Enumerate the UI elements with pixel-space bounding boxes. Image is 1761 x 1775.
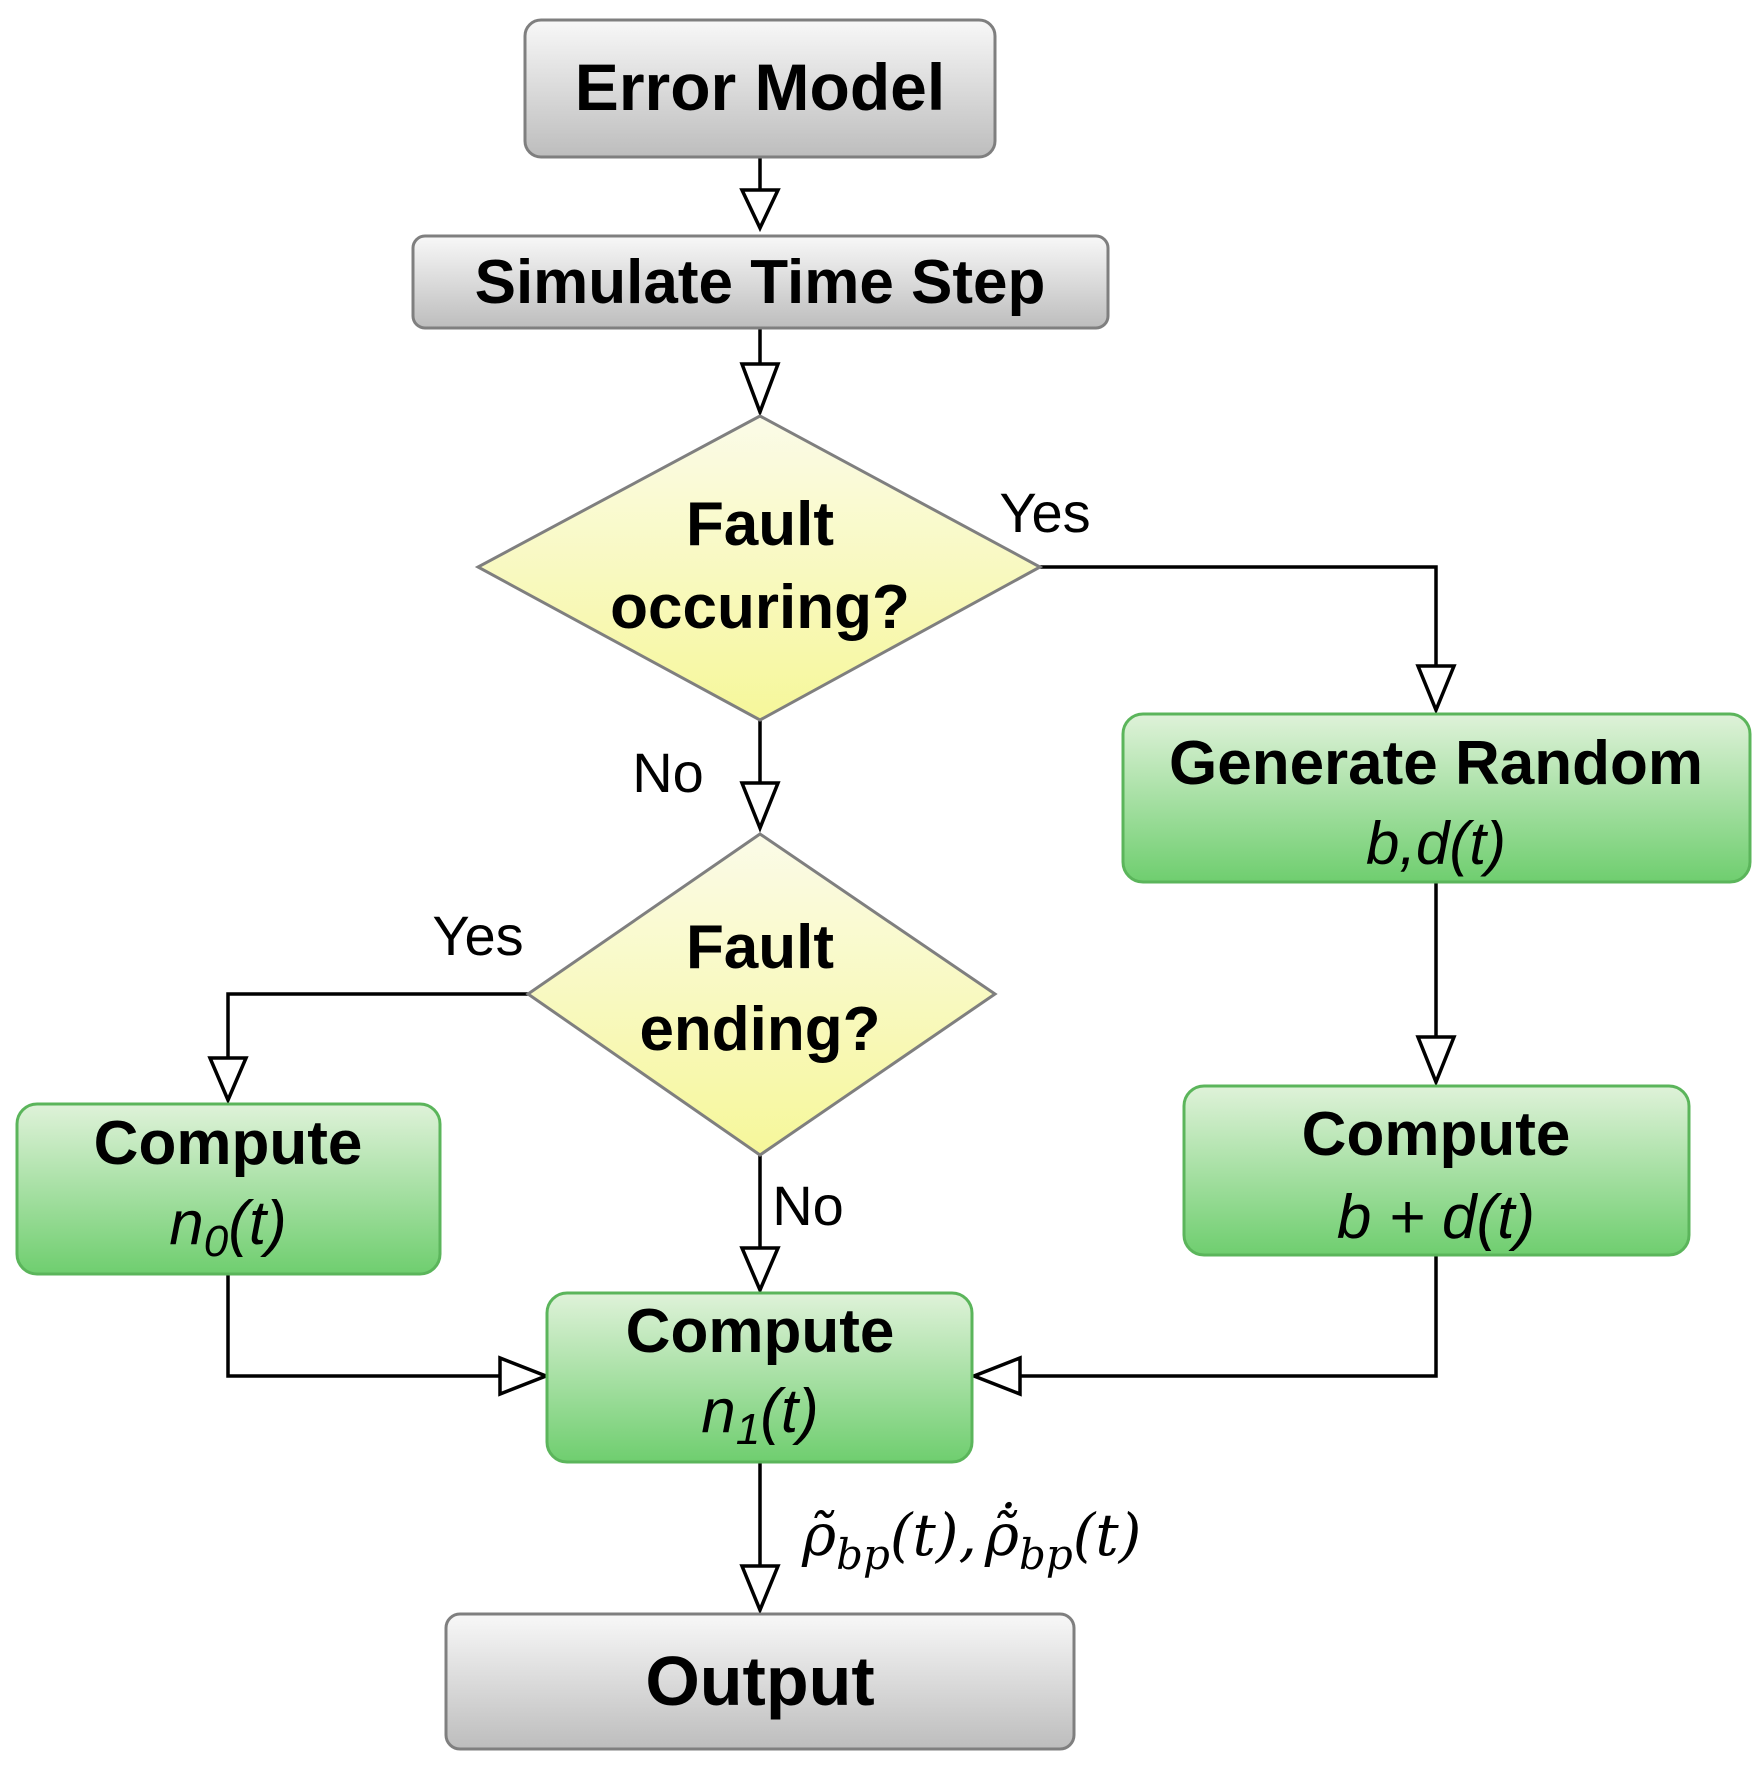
node-output: Output: [444, 1612, 1076, 1751]
node-compute-n1: Compute n1(t): [545, 1291, 974, 1464]
fault-ending-line2: ending?: [639, 995, 880, 1064]
fault-occurring-line1: Fault: [686, 490, 834, 559]
compute-n1-line2: n1(t): [701, 1377, 819, 1454]
compute-bd-line1: Compute: [1302, 1100, 1571, 1169]
output-label: Output: [645, 1642, 874, 1720]
error-model-label: Error Model: [575, 50, 945, 124]
output-formula: ρ̃bp(t),ρ̃̇bp(t): [801, 1501, 1141, 1579]
generate-random-line2: b,d(t): [1366, 810, 1506, 877]
occurring-no-label: No: [632, 741, 704, 804]
node-fault-ending: Fault ending?: [525, 832, 998, 1157]
n0-sub: 0: [204, 1217, 229, 1266]
rho-tilde-sub: bp: [836, 1530, 890, 1579]
n0-base: n: [169, 1189, 203, 1258]
node-compute-bd: Compute b + d(t): [1182, 1084, 1691, 1257]
compute-bd-line2: b + d(t): [1337, 1183, 1535, 1252]
fault-ending-line1: Fault: [686, 913, 834, 982]
compute-n0-line1: Compute: [94, 1109, 363, 1178]
arrowhead-occurring: [739, 362, 781, 417]
compute-n1-line1: Compute: [626, 1297, 895, 1366]
node-simulate-time-step: Simulate Time Step: [411, 234, 1110, 330]
rho-tilde: ρ̃: [801, 1501, 836, 1569]
node-compute-n0: Compute n0(t): [15, 1102, 442, 1276]
arrowhead-n1-top: [739, 1246, 781, 1295]
arrowhead-output: [739, 1564, 781, 1615]
rho-tilde-tail: (t),: [890, 1501, 977, 1569]
arrowhead-n0: [207, 1056, 249, 1105]
node-fault-occurring: Fault occuring?: [474, 414, 1044, 722]
arrowhead-simulate: [739, 188, 781, 233]
arrowhead-n1-left: [498, 1355, 551, 1397]
rho-tilde-dot-sub: bp: [1019, 1530, 1073, 1579]
edge-n0-to-n1: [226, 1274, 500, 1378]
edge-computebd-to-n1: [1020, 1255, 1438, 1378]
rho-tilde-dot: ρ̃̇: [984, 1501, 1019, 1569]
connectors: [207, 157, 1457, 1615]
arrowhead-ending: [739, 781, 781, 833]
arrowhead-computebd: [1415, 1035, 1457, 1087]
simulate-label: Simulate Time Step: [475, 248, 1046, 317]
generate-random-line1: Generate Random: [1169, 729, 1703, 798]
arrowhead-generate: [1415, 664, 1457, 715]
arrowhead-n1-right: [969, 1355, 1022, 1397]
n0-tail: (t): [228, 1189, 287, 1258]
n1-sub: 1: [736, 1405, 760, 1454]
occurring-yes-label: Yes: [999, 481, 1090, 544]
n1-base: n: [701, 1377, 735, 1446]
ending-no-label: No: [772, 1174, 844, 1237]
node-error-model: Error Model: [523, 18, 997, 159]
compute-n0-line2: n0(t): [169, 1189, 287, 1266]
node-generate-random: Generate Random b,d(t): [1121, 712, 1752, 884]
rho-tilde-dot-tail: (t): [1073, 1501, 1142, 1569]
ending-yes-label: Yes: [432, 904, 523, 967]
n1-tail: (t): [760, 1377, 819, 1446]
fault-occurring-line2: occuring?: [610, 573, 910, 642]
edge-occurring-yes: [1040, 565, 1438, 666]
edge-ending-yes: [226, 992, 528, 1058]
